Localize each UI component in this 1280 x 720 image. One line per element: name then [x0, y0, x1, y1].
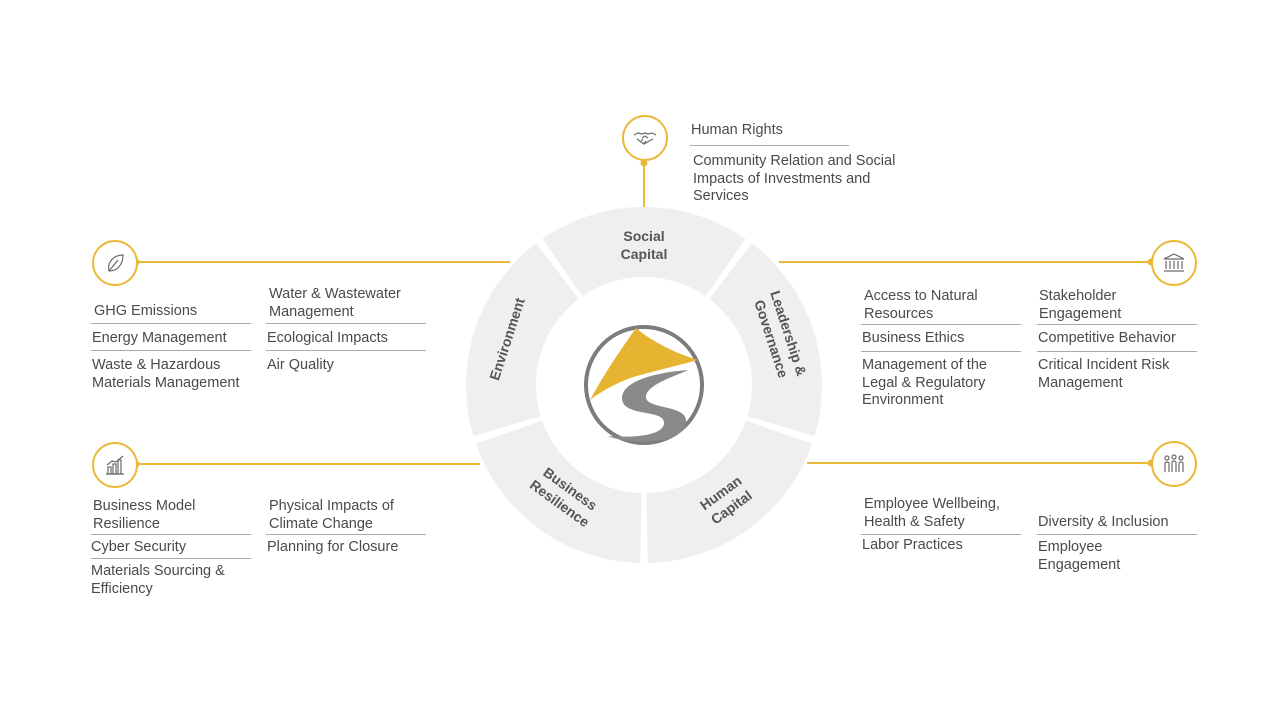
connector-lines [136, 161, 1151, 465]
list-item-social-human-rights: Human Rights [691, 122, 783, 138]
center-logo [584, 325, 704, 445]
bank-icon [1151, 240, 1197, 286]
ring-segment-environment [466, 243, 579, 437]
list-item-human-labor: Labor Practices [862, 537, 963, 553]
segment-label-social-line2: Capital [620, 246, 668, 262]
list-item-env-ecological: Ecological Impacts [267, 330, 388, 346]
list-item-env-air: Air Quality [267, 357, 334, 373]
divider [861, 324, 1021, 325]
divider [861, 351, 1021, 352]
list-item-env-energy: Energy Management [92, 330, 227, 346]
logo-grey-swoosh [608, 370, 688, 442]
segment-label-social-line1: Social [623, 228, 665, 244]
list-item-bus-climate: Physical Impacts of Climate Change [269, 498, 394, 532]
bar-chart-icon [92, 442, 138, 488]
ring-segment-leadership [709, 243, 822, 437]
divider [91, 323, 251, 324]
list-item-bus-materials: Materials Sourcing & Efficiency [91, 563, 225, 597]
people-icon [1151, 441, 1197, 487]
list-item-social-community: Community Relation and Social Impacts of… [693, 153, 896, 204]
connector-dot-social [640, 159, 648, 167]
list-item-lead-access: Access to Natural Resources [864, 288, 978, 322]
divider [1037, 324, 1197, 325]
segment-ring [466, 206, 822, 563]
list-item-human-wellbeing: Employee Wellbeing, Health & Safety [864, 496, 1000, 530]
list-item-env-water: Water & Wastewater Management [269, 286, 401, 320]
list-item-lead-competitive: Competitive Behavior [1038, 330, 1176, 346]
list-item-lead-stakeholder: Stakeholder Engagement [1039, 288, 1122, 322]
segment-label-social: Social Capital [604, 227, 684, 263]
divider [861, 534, 1021, 535]
divider [91, 534, 251, 535]
list-item-env-ghg: GHG Emissions [94, 303, 198, 319]
list-item-human-engagement: Employee Engagement [1038, 539, 1121, 573]
divider [91, 350, 251, 351]
leaf-icon [92, 240, 138, 286]
list-item-lead-incident: Critical Incident Risk Management [1038, 357, 1170, 391]
list-item-bus-model: Business Model Resilience [93, 498, 196, 532]
divider [266, 350, 426, 351]
ring-segment-human [646, 420, 813, 563]
divider [1037, 351, 1197, 352]
list-item-human-diversity: Diversity & Inclusion [1038, 514, 1169, 530]
ring-segment-business [475, 420, 642, 563]
list-item-lead-legal: Management of the Legal & Regulatory Env… [862, 357, 987, 408]
list-item-bus-cyber: Cyber Security [91, 539, 187, 555]
divider [91, 558, 251, 559]
divider [1037, 534, 1197, 535]
divider [690, 145, 849, 146]
divider [266, 323, 426, 324]
handshake-icon [622, 115, 668, 161]
list-item-lead-ethics: Business Ethics [862, 330, 965, 346]
list-item-env-waste: Waste & Hazardous Materials Management [92, 357, 240, 391]
ring-segment-social [542, 206, 746, 297]
logo-gold-sail [590, 328, 698, 400]
list-item-bus-closure: Planning for Closure [267, 539, 399, 555]
divider [266, 534, 426, 535]
